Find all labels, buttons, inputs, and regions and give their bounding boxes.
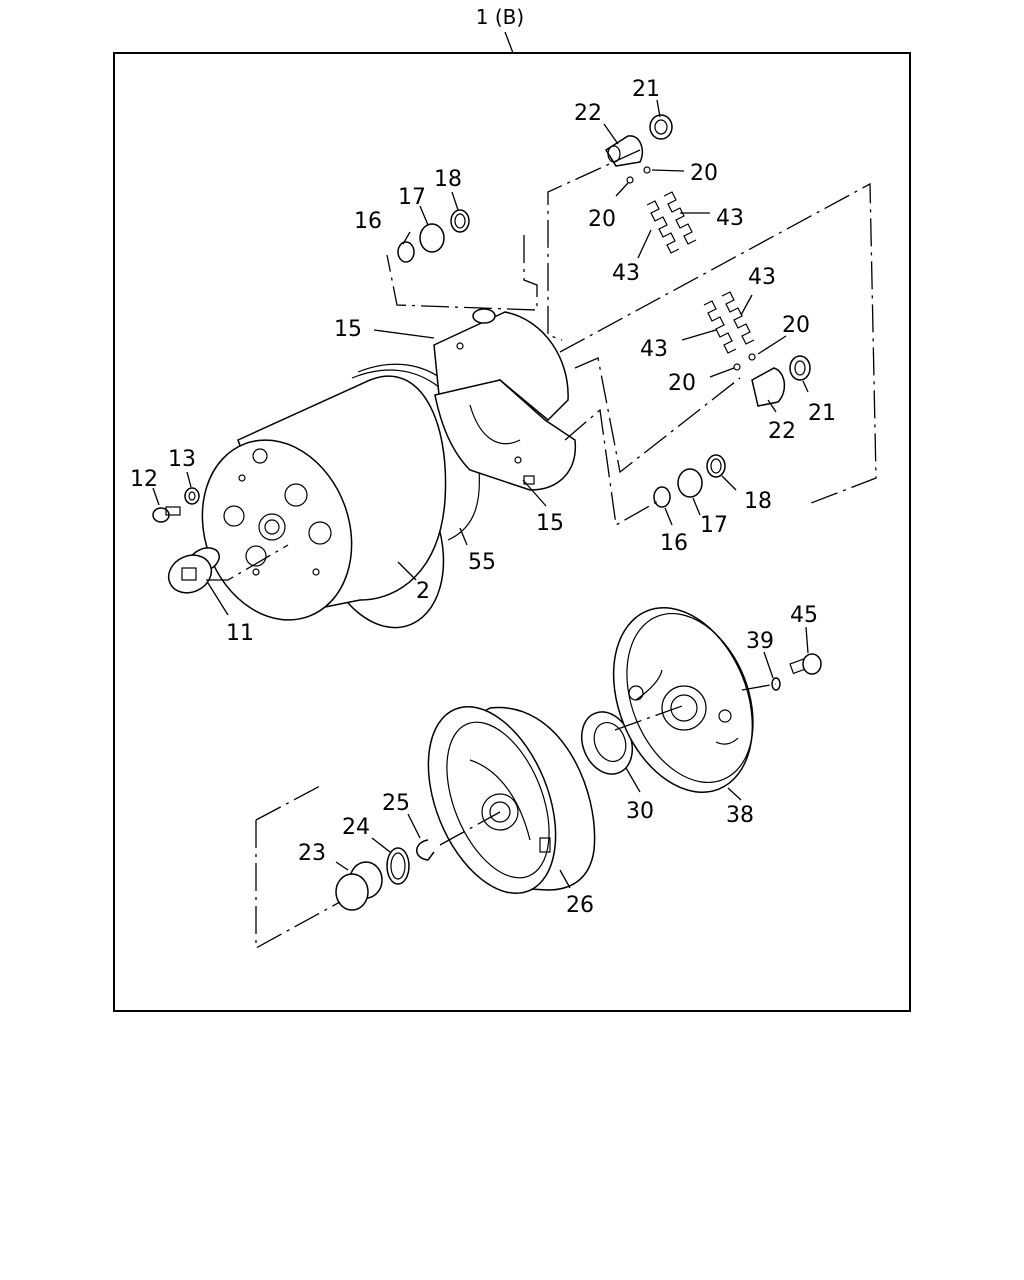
assembly-leader	[504, 31, 514, 54]
callout-20-lower-right: 20	[782, 313, 810, 338]
spring-upper-43	[646, 191, 697, 254]
callout-13: 13	[168, 447, 196, 472]
pump-housing	[201, 375, 447, 629]
callout-20-lower-left: 20	[668, 371, 696, 396]
screw-45	[789, 653, 822, 675]
pin-20	[643, 166, 651, 174]
shoe-upper-22	[604, 135, 644, 167]
callout-15-lower: 15	[536, 511, 564, 536]
callout-22-upper: 22	[574, 101, 602, 126]
cam-plate-38	[612, 607, 754, 793]
pin-20	[626, 176, 634, 184]
pin-20	[748, 353, 756, 361]
shoe-lower-22	[751, 367, 786, 407]
roller-lower-21	[789, 355, 811, 381]
callout-30: 30	[626, 799, 654, 824]
spring-lower-43	[703, 291, 755, 354]
callout-21-upper-text: 21	[632, 77, 660, 102]
callout-39: 39	[746, 629, 774, 654]
callout-21-lower: 21	[808, 401, 836, 426]
vane-set-lower	[653, 454, 726, 508]
assembly-label: 1 (B)	[476, 5, 524, 29]
callout-43-lower-left: 43	[640, 337, 668, 362]
callout-22-lower: 22	[768, 419, 796, 444]
bearing-30	[580, 711, 634, 775]
callout-43-upper-left: 43	[612, 261, 640, 286]
assembly-centerlines	[206, 149, 877, 950]
callout-16-lower: 16	[660, 531, 688, 556]
callout-18-lower: 18	[744, 489, 772, 514]
roller-upper-21	[649, 114, 673, 140]
callout-11: 11	[226, 621, 254, 646]
callout-20-upper-left: 20	[588, 207, 616, 232]
callout-18-upper: 18	[434, 167, 462, 192]
callout-55: 55	[468, 550, 496, 575]
rotor-block-lower-15	[434, 379, 577, 491]
callout-12: 12	[130, 467, 158, 492]
callout-38: 38	[726, 803, 754, 828]
leader-lines	[152, 99, 809, 889]
vane-set-upper	[397, 209, 470, 263]
snap-ring-25	[416, 839, 435, 861]
washer-13	[184, 487, 200, 505]
callout-17-upper: 17	[398, 185, 426, 210]
plug-23	[335, 861, 383, 911]
callout-43-upper-right: 43	[716, 206, 744, 231]
callout-17-lower: 17	[700, 513, 728, 538]
callout-15-upper: 15	[334, 317, 362, 342]
callout-45: 45	[790, 603, 818, 628]
callout-16-upper: 16	[354, 209, 382, 234]
callout-20-upper-right: 20	[690, 161, 718, 186]
diagram-frame	[113, 52, 911, 1012]
callout-43-lower-right: 43	[748, 265, 776, 290]
end-cover-26	[427, 705, 596, 895]
callout-26: 26	[566, 893, 594, 918]
callout-24: 24	[342, 815, 370, 840]
pin-20	[733, 363, 741, 371]
callout-25: 25	[382, 791, 410, 816]
callout-2: 2	[416, 579, 430, 604]
callout-23: 23	[298, 841, 326, 866]
screw-12	[152, 506, 181, 523]
plug-11	[167, 547, 220, 594]
